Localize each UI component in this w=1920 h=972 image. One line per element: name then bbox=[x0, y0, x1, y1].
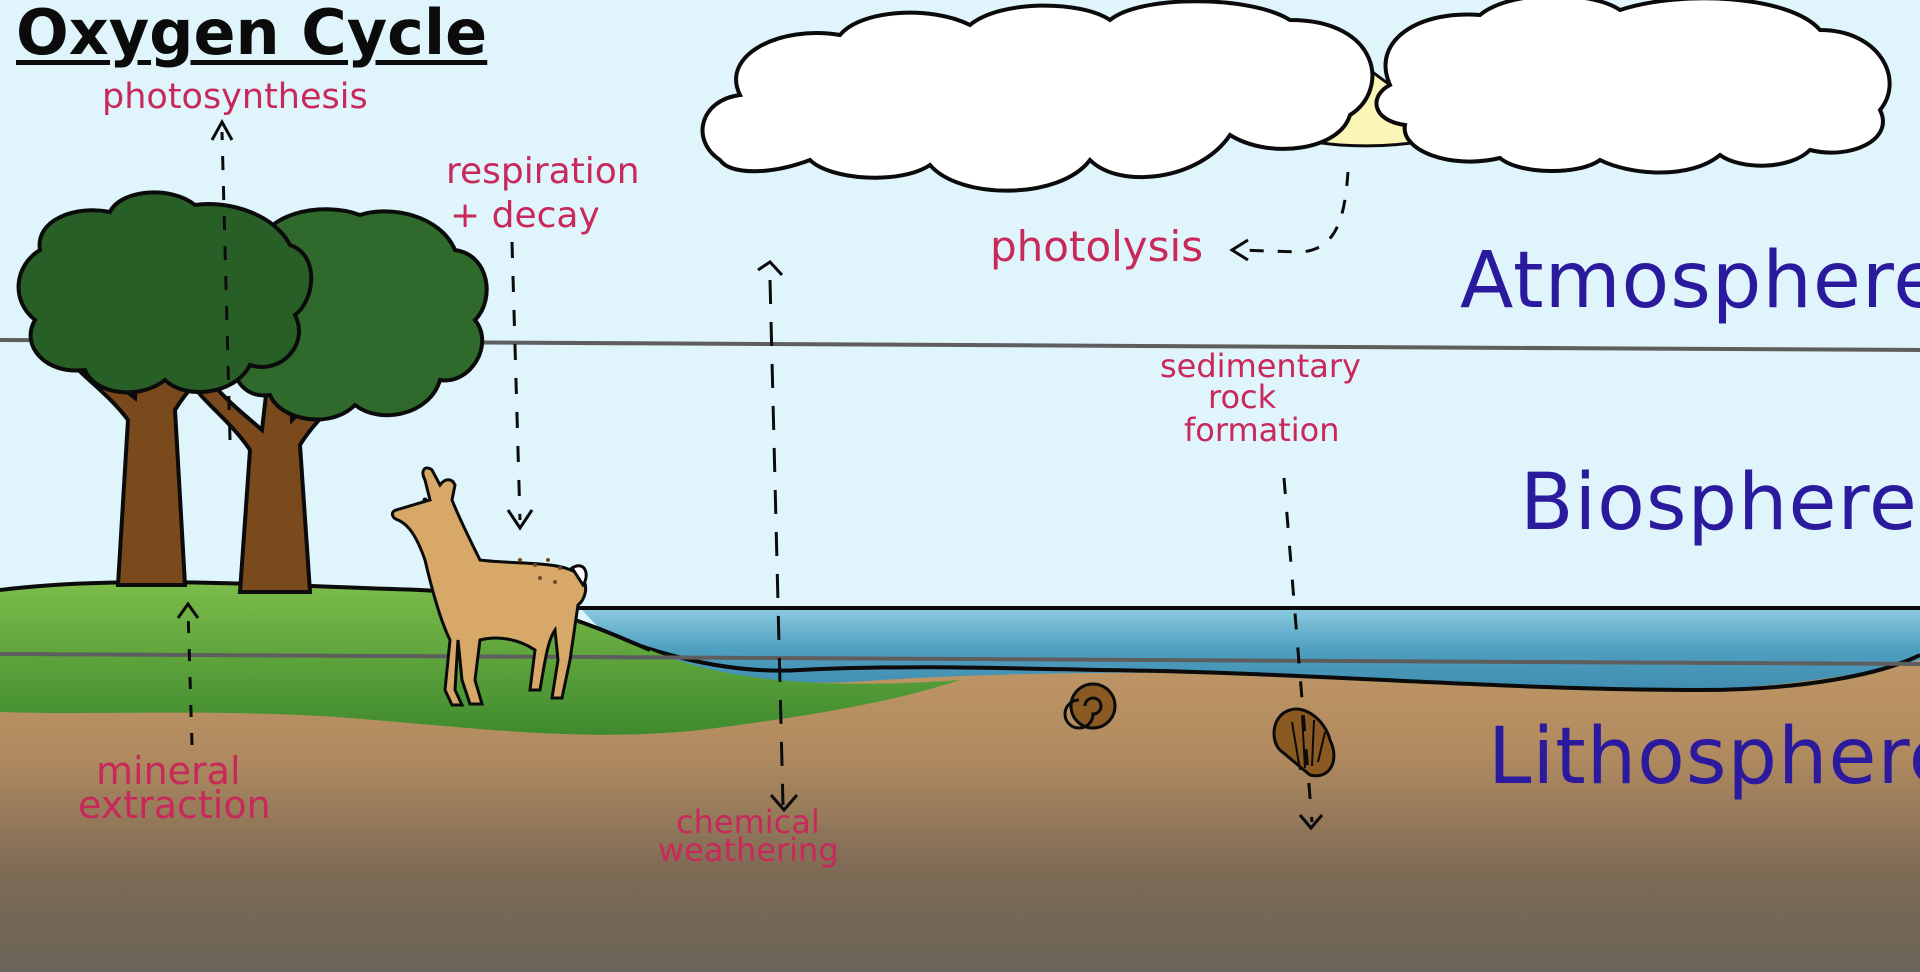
lithosphere-label: Lithosphere bbox=[1488, 712, 1920, 802]
deer-illustration bbox=[390, 466, 588, 707]
photosynthesis-arrow bbox=[210, 118, 234, 441]
formation-label: formation bbox=[1184, 411, 1340, 449]
biosphere-lithosphere-boundary bbox=[0, 652, 1920, 666]
weathering-label: weathering bbox=[658, 831, 839, 869]
extraction-label: extraction bbox=[78, 783, 271, 827]
decay-label-text: + decay bbox=[450, 195, 600, 236]
sedimentary-label: sedimentary bbox=[1160, 347, 1361, 385]
photolysis-label: photolysis bbox=[990, 222, 1204, 271]
mineral-label: mineral bbox=[96, 749, 241, 793]
photosynthesis-label: photosynthesis bbox=[102, 77, 368, 117]
cloud-left bbox=[700, 0, 1375, 193]
rock-label: rock bbox=[1208, 378, 1277, 416]
atmosphere-label: Atmosphere bbox=[1460, 236, 1920, 326]
mineral-extraction-arrow bbox=[176, 601, 200, 746]
chemical-label: chemical bbox=[676, 803, 820, 841]
ocean-water bbox=[580, 608, 1920, 691]
spiral-shell-fossil bbox=[1063, 682, 1117, 730]
diagram-title: Oxygen Cycle bbox=[16, 0, 488, 69]
cloud-right bbox=[1374, 0, 1892, 175]
chemical-weathering-arrow bbox=[757, 260, 799, 813]
biosphere-label: Biosphere bbox=[1520, 458, 1918, 548]
sedimentary-rock-arrow bbox=[1282, 477, 1324, 831]
scallop-shell-fossil bbox=[1272, 707, 1336, 778]
shoreline bbox=[559, 613, 1920, 693]
respiration-decay-arrow bbox=[506, 241, 534, 531]
respiration-label: respiration bbox=[446, 151, 640, 192]
photolysis-arrow bbox=[1229, 171, 1350, 262]
tree-front bbox=[16, 190, 314, 587]
